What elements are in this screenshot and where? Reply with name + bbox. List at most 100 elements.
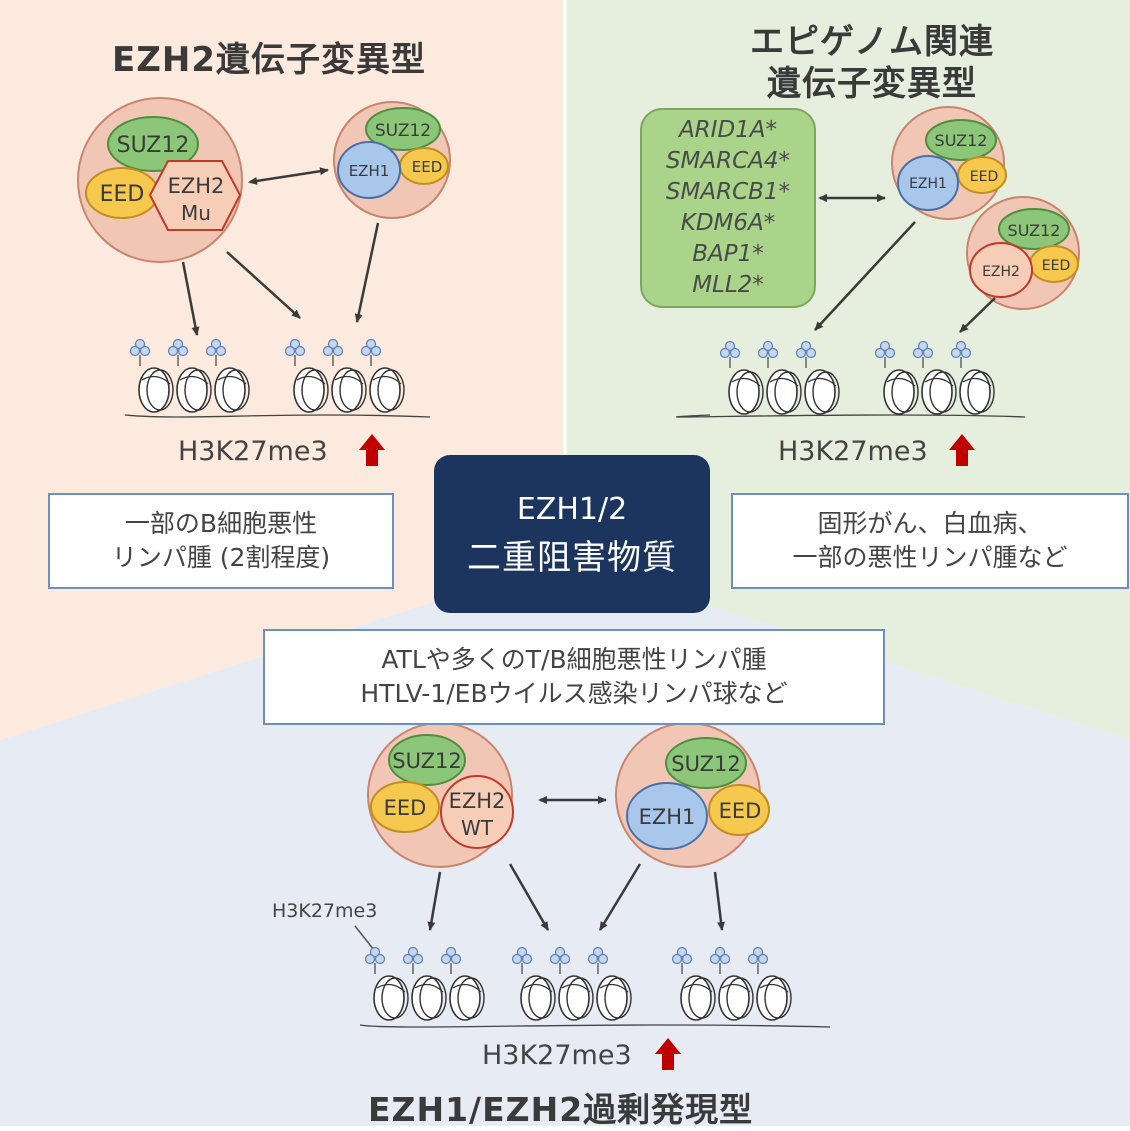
nucleosome-icon <box>680 975 716 1021</box>
h3k27me3-label-right: H3K27me3 <box>778 436 928 467</box>
nucleosome-icon <box>728 369 764 415</box>
methyl-mark-icon <box>795 340 817 368</box>
nucleosome-icon <box>369 367 405 413</box>
gene-bap1: BAP1* <box>692 241 764 267</box>
methyl-mark-icon <box>129 338 151 366</box>
equilibrium-arrow <box>248 167 329 185</box>
methyl-mark-icon <box>402 946 424 974</box>
svg-text:EZH2: EZH2 <box>982 264 1020 280</box>
dna-strand <box>124 414 431 418</box>
gene-arid1a: ARID1A* <box>678 117 778 143</box>
prc2-complex-ezh1: SUZ12 EED EZH1 <box>333 101 451 219</box>
svg-text:WT: WT <box>461 816 494 840</box>
svg-text:SUZ12: SUZ12 <box>392 749 461 773</box>
methyl-mark-icon <box>757 340 779 368</box>
nucleosome-icon <box>959 369 995 415</box>
gene-kdm6a: KDM6A* <box>680 210 776 236</box>
ezh2-label: EZH2 <box>168 174 225 198</box>
methyl-mark-icon <box>511 946 533 974</box>
prc2-complex-ezh1-right: SUZ12 EED EZH1 <box>891 106 1007 220</box>
prc2-complex-ezh2-right: SUZ12 EED EZH2 <box>966 196 1080 310</box>
nucleosome-icon <box>176 367 212 413</box>
gene-smarcb1: SMARCB1* <box>665 179 791 205</box>
methyl-mark-icon <box>747 946 769 974</box>
nucleosome-icon <box>756 975 792 1021</box>
nucleosome-icon <box>596 975 632 1021</box>
svg-text:SUZ12: SUZ12 <box>1008 221 1061 240</box>
nucleosome-icon <box>214 367 250 413</box>
suz12-label: SUZ12 <box>117 133 190 158</box>
nucleosome-icon <box>883 369 919 415</box>
svg-text:EZH1: EZH1 <box>639 805 696 829</box>
methyl-mark-icon <box>587 946 609 974</box>
inhibitor-name: 二重阻害物質 <box>467 538 677 578</box>
epigenome-title-line2: 遺伝子変異型 <box>767 64 977 104</box>
gene-mll2: MLL2* <box>692 272 764 298</box>
methyl-mark-icon <box>360 338 382 366</box>
eed-label: EED <box>100 182 145 207</box>
h3k27me3-label-left: H3K27me3 <box>178 436 328 467</box>
epigenome-title-line1: エピゲノム関連 <box>750 22 994 62</box>
methyl-mark-icon <box>874 340 896 368</box>
methyl-mark-icon <box>709 946 731 974</box>
inhibitor-target: EZH1/2 <box>516 492 628 527</box>
nucleosome-icon <box>520 975 556 1021</box>
methyl-mark-icon <box>912 340 934 368</box>
prc2-complex-ezh2-mutant: SUZ12 EED EZH2 Mu <box>77 97 243 263</box>
svg-text:EZH1: EZH1 <box>349 162 390 180</box>
nucleosome-icon <box>373 975 409 1021</box>
svg-text:EED: EED <box>719 799 762 823</box>
prc2-complex-ezh2-wt: SUZ12 EED EZH2 WT <box>367 722 514 868</box>
disease-box-epigenome: 固形がん、白血病、 一部の悪性リンパ腫など <box>731 493 1129 589</box>
methyl-mark-icon <box>167 338 189 366</box>
svg-text:SUZ12: SUZ12 <box>375 121 431 141</box>
svg-text:SUZ12: SUZ12 <box>935 131 988 150</box>
svg-text:EZH1: EZH1 <box>909 176 947 192</box>
methyl-mark-icon <box>440 946 462 974</box>
gene-smarca4: SMARCA4* <box>665 148 791 174</box>
svg-text:EED: EED <box>1042 258 1070 274</box>
svg-text:SUZ12: SUZ12 <box>671 752 740 776</box>
nucleosome-icon <box>293 367 329 413</box>
methyl-mark-icon <box>364 946 386 974</box>
nucleosome-icon <box>921 369 957 415</box>
nucleosome-icon <box>411 975 447 1021</box>
methyl-mark-icon <box>549 946 571 974</box>
nucleosome-icon <box>718 975 754 1021</box>
methyl-mark-icon <box>205 338 227 366</box>
ezh2-mutant-title: EZH2遺伝子変異型 <box>112 40 426 80</box>
h3k27me3-callout: H3K27me3 <box>272 900 378 922</box>
up-arrow-icon <box>949 434 975 466</box>
overexpression-title: EZH1/EZH2過剰発現型 <box>368 1090 754 1129</box>
upregulation-arrows <box>359 434 975 1070</box>
disease-box-ezh2-mutant: 一部のB細胞悪性 リンパ腫 (2割程度) <box>48 493 394 589</box>
disease-box-overexpression: ATLや多くのT/B細胞悪性リンパ腫 HTLV-1/EBウイルス感染リンパ球など <box>263 629 885 725</box>
methyl-mark-icon <box>322 338 344 366</box>
svg-text:EED: EED <box>970 169 998 185</box>
nucleosome-icon <box>331 367 367 413</box>
svg-text:EED: EED <box>384 796 427 820</box>
dna-strand <box>359 1024 831 1028</box>
h3k27me3-label-bottom: H3K27me3 <box>482 1040 632 1071</box>
methyl-mark-icon <box>284 338 306 366</box>
nucleosome-icon <box>558 975 594 1021</box>
nucleosome-layer <box>124 338 1026 1028</box>
nucleosome-icon <box>766 369 802 415</box>
mutated-genes-list: ARID1A* SMARCA4* SMARCB1* KDM6A* BAP1* M… <box>640 108 816 308</box>
mu-label: Mu <box>181 201 211 225</box>
nucleosome-icon <box>138 367 174 413</box>
up-arrow-icon <box>359 434 385 466</box>
dna-strand <box>676 414 1026 418</box>
methyl-mark-icon <box>950 340 972 368</box>
svg-text:EED: EED <box>412 158 443 176</box>
nucleosome-icon <box>804 369 840 415</box>
prc2-complex-ezh1-bottom: SUZ12 EED EZH1 <box>615 722 770 868</box>
methyl-mark-icon <box>671 946 693 974</box>
methyl-mark-icon <box>719 340 741 368</box>
svg-text:EZH2: EZH2 <box>449 789 506 813</box>
up-arrow-icon <box>655 1038 681 1070</box>
nucleosome-icon <box>449 975 485 1021</box>
dual-inhibitor-box: EZH1/2 二重阻害物質 <box>434 455 710 613</box>
